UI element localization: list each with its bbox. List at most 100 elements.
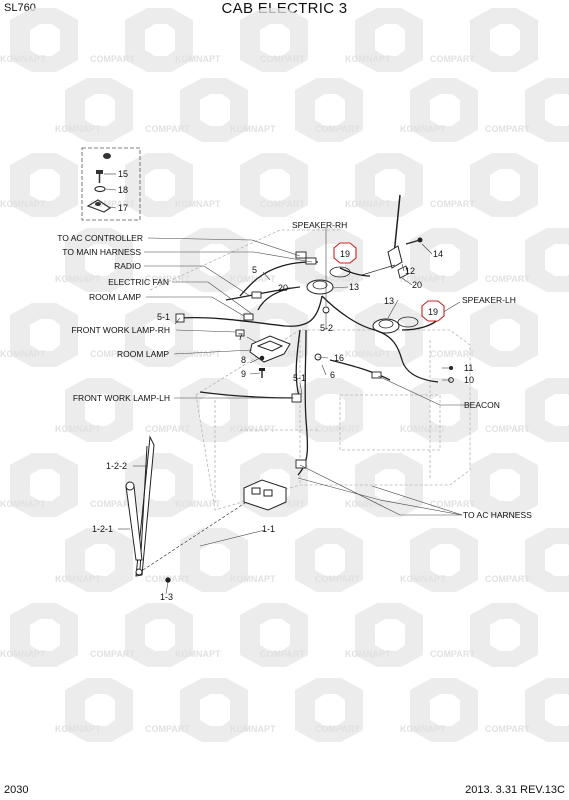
watermark-text: KOMNAPT [230,574,276,584]
watermark-text: KOMNAPT [345,649,391,659]
part-number: 20 [412,280,422,290]
watermark-text: COMPART [315,124,360,134]
part-number: 9 [241,369,246,379]
part-number: 14 [433,249,443,259]
watermark-text: COMPART [430,199,475,209]
watermark-text: COMPART [485,574,530,584]
watermark-text: KOMNAPT [55,574,101,584]
part-number: 1-2-1 [92,524,113,534]
part-number: 10 [464,375,474,385]
watermark-text: KOMNAPT [230,124,276,134]
watermark-text: COMPART [315,574,360,584]
label-to-ac-harness: TO AC HARNESS [463,510,532,520]
watermark-text: KOMNAPT [400,574,446,584]
watermark-text: KOMNAPT [400,724,446,734]
watermark-text: KOMNAPT [0,649,46,659]
highlight-callout-19-top [333,242,357,264]
label-electric-fan: ELECTRIC FAN [108,277,169,287]
watermark-text: COMPART [485,274,530,284]
watermark-text: KOMNAPT [230,274,276,284]
label-beacon: BEACON [464,400,500,410]
bolt-icon [96,170,103,183]
part-number: 15 [118,169,128,179]
fastener-detail-box [81,147,141,221]
label-speaker-rh: SPEAKER-RH [292,220,347,230]
wiper-assembly-icon [125,435,246,583]
watermark-hex [525,528,569,592]
watermark-text: KOMNAPT [345,349,391,359]
part-number: 13 [384,296,394,306]
part-number: 5-1 [157,312,170,322]
watermark-text: KOMNAPT [0,54,46,64]
part-number: 5-1 [293,373,306,383]
washer-icon [94,185,106,193]
part-number: 1-3 [160,592,173,602]
part-number: 1-1 [262,524,275,534]
watermark-text: KOMNAPT [230,724,276,734]
part-number: 5 [252,265,257,275]
watermark-text: KOMNAPT [400,124,446,134]
label-front-work-lamp-rh: FRONT WORK LAMP-RH [71,325,170,335]
watermark-text: COMPART [145,424,190,434]
speaker-lh-icon [372,316,419,334]
watermark-text: COMPART [430,649,475,659]
watermark-hex [470,8,538,72]
ac-connector-block-icon [243,479,287,511]
watermark-text: COMPART [90,649,135,659]
watermark-text: COMPART [485,724,530,734]
watermark-hex [470,453,538,517]
part-number: 1-2-2 [106,461,127,471]
watermark-text: KOMNAPT [0,499,46,509]
watermark-text: KOMNAPT [175,349,221,359]
watermark-hex [525,678,569,742]
watermark-text: KOMNAPT [345,54,391,64]
label-room-lamp-mid: ROOM LAMP [117,349,169,359]
watermark-hex [525,78,569,142]
watermark-text: COMPART [145,274,190,284]
bolt-icon [259,355,265,378]
part-number-labels: 15 18 17 5 20 13 19 14 12 20 13 19 5-1 5… [92,169,474,602]
leader-lines [118,228,470,595]
part-number: 12 [405,266,415,276]
part-number: 11 [464,363,473,373]
page-number: 2030 [4,784,29,796]
clip-icon [86,199,112,213]
room-lamp-icon [249,335,291,363]
watermark-text: COMPART [430,54,475,64]
revision-label: 2013. 3.31 REV.13C [465,784,565,796]
label-to-main-harness: TO MAIN HARNESS [62,247,141,257]
watermark-text: COMPART [315,424,360,434]
watermark-text: COMPART [90,349,135,359]
watermark-text: COMPART [145,124,190,134]
watermark-text: COMPART [90,54,135,64]
cab-wiring-harness [179,261,441,476]
watermark-text: KOMNAPT [55,274,101,284]
watermark-text: COMPART [260,199,305,209]
label-front-work-lamp-lh: FRONT WORK LAMP-LH [73,393,170,403]
watermark-text: COMPART [145,724,190,734]
watermark-hex [525,228,569,292]
watermark-text: KOMNAPT [400,274,446,284]
watermark-hex [525,378,569,442]
watermark-hex [470,153,538,217]
label-speaker-lh: SPEAKER-LH [462,295,516,305]
watermark-text: COMPART [485,424,530,434]
antenna-icon [361,194,423,279]
label-to-ac-controller: TO AC CONTROLLER [57,233,143,243]
watermark-text: KOMNAPT [175,54,221,64]
part-number-highlighted: 19 [428,307,438,317]
watermark-text: COMPART [90,499,135,509]
watermark-text: KOMNAPT [0,349,46,359]
watermark-text: KOMNAPT [175,649,221,659]
watermark-text: KOMNAPT [230,424,276,434]
watermark-hex [470,303,538,367]
watermark-text: COMPART [430,349,475,359]
part-number-highlighted: 19 [340,249,350,259]
watermark-text: KOMNAPT [0,199,46,209]
part-number: 16 [334,353,344,363]
watermark-text: COMPART [430,499,475,509]
part-number: 17 [118,203,128,213]
watermark-layer: KOMNAPT COMPART KOMNAPT COMPART KOMNAPT COMPA… [0,8,569,742]
